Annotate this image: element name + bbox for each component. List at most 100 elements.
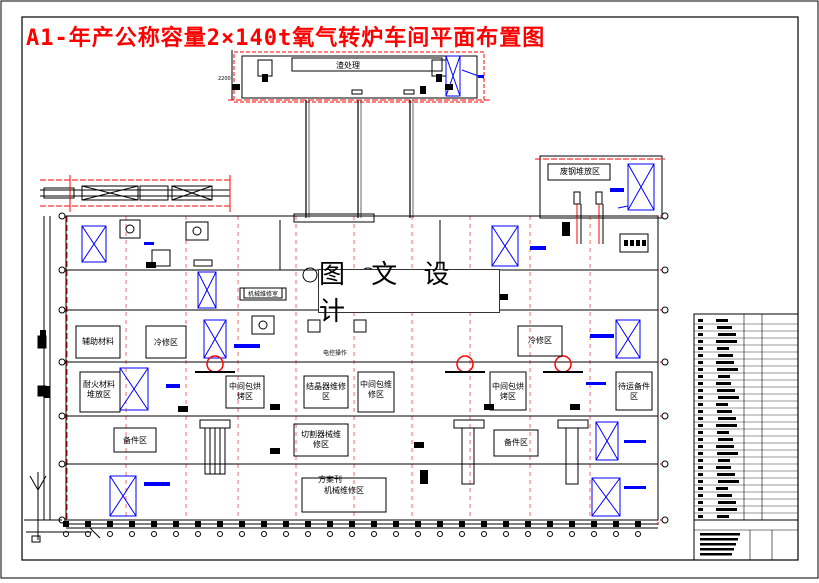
title-block-entry (718, 354, 733, 357)
zone-scrap-label: 废钢堆放区 (560, 167, 600, 176)
title-block-entry (717, 515, 729, 518)
column-tick (525, 521, 531, 527)
title-block-entry (717, 410, 732, 413)
title-block-index (698, 515, 703, 518)
title-block-entry (716, 508, 737, 511)
bottom-dimensions (66, 523, 658, 529)
column-tick (371, 521, 377, 527)
drawing-frame (21, 16, 799, 561)
title-block-index (698, 396, 703, 399)
grid-bubbles (58, 212, 669, 524)
title-block-entry (716, 382, 731, 385)
zone-ladle-bake-left-label: 中间包烘烤区 (229, 382, 261, 401)
title-block-index (698, 438, 703, 441)
zone-refractory-label: 耐火材料堆放区 (83, 380, 115, 399)
column-tick (239, 521, 245, 527)
title-block-entry (718, 375, 730, 378)
column-bubble (217, 531, 223, 537)
title-block-footer-text (700, 548, 734, 551)
zone-ladle-bake-right-label: 中间包烘烤区 (492, 382, 524, 401)
column-tick (107, 521, 113, 527)
column-bubble (415, 531, 421, 537)
north-arrow-icon (26, 472, 101, 543)
slag-conveyors (305, 89, 415, 218)
column-bubble (151, 531, 157, 537)
title-block-index (698, 389, 703, 392)
title-block-entry (717, 326, 732, 329)
title-block-footer-text (700, 533, 740, 536)
column-bubble (525, 531, 531, 537)
zone-crystallizer-label: 结晶器维修区 (306, 382, 346, 401)
column-tick (63, 521, 69, 527)
title-block-index (698, 494, 703, 497)
title-block-index (698, 410, 703, 413)
title-block-entry (716, 466, 731, 469)
title-block-entry (717, 368, 738, 371)
column-bubble (503, 531, 509, 537)
column-tick (393, 521, 399, 527)
title-block-entry (716, 424, 737, 427)
title-block-index (698, 382, 703, 385)
zone-spare-left-label: 备件区 (123, 436, 147, 445)
column-bubble (613, 531, 619, 537)
column-tick (151, 521, 157, 527)
title-block-index (698, 340, 703, 343)
column-tick (591, 521, 597, 527)
title-block-index (698, 347, 703, 350)
title-block-index (698, 403, 703, 406)
title-block-index (698, 375, 703, 378)
title-block-index (698, 361, 703, 364)
column-bubble (635, 531, 641, 537)
column-bubble (327, 531, 333, 537)
title-block-index (698, 326, 703, 329)
building-walls (65, 213, 659, 521)
title-block-entry (718, 480, 739, 483)
zone-outlines (75, 287, 653, 513)
column-tick (261, 521, 267, 527)
zone-aux-material-label: 辅助材料 (82, 337, 114, 346)
left-dimensions (24, 216, 62, 521)
slag-building: 2200 (218, 50, 490, 103)
title-block-index (698, 319, 703, 322)
column-bubble (173, 531, 179, 537)
column-tick (195, 521, 201, 527)
column-tick (283, 521, 289, 527)
title-block-index (698, 473, 703, 476)
title-block-index (698, 480, 703, 483)
column-tick (503, 521, 509, 527)
column-bubble (349, 531, 355, 537)
zone-electrical-label: 电控操作 (322, 350, 347, 357)
title-block-entry (718, 396, 739, 399)
title-block-footer-text (700, 543, 736, 546)
title-block-index (698, 431, 703, 434)
watermark-stamp: 图 文 设 计 (318, 260, 500, 327)
title-block-index (698, 417, 703, 420)
column-tick (85, 521, 91, 527)
title-block-footer-text (700, 553, 732, 556)
column-tick (173, 521, 179, 527)
zone-caster-room-label: 机械维修室 (247, 291, 278, 298)
title-block-entry (717, 452, 738, 455)
title-block-index (698, 445, 703, 448)
title-block-entry (717, 389, 735, 392)
svg-text:2200: 2200 (218, 76, 231, 82)
title-block-index (698, 466, 703, 469)
title-block-index (698, 424, 703, 427)
title-block-entry (716, 361, 734, 364)
column-tick (437, 521, 443, 527)
title-block (693, 313, 799, 561)
column-tick (635, 521, 641, 527)
column-bubble (239, 531, 245, 537)
zone-slag-label: 渣处理 (336, 61, 360, 70)
title-block-index (698, 508, 703, 511)
title-block-entry (716, 487, 728, 490)
column-bubble (107, 531, 113, 537)
title-block-index (698, 487, 703, 490)
column-bubble (129, 531, 135, 537)
drawing-title: A1-年产公称容量2×140t氧气转炉车间平面布置图 (26, 26, 546, 51)
column-bubble (437, 531, 443, 537)
column-bubble (591, 531, 597, 537)
column-tick (459, 521, 465, 527)
